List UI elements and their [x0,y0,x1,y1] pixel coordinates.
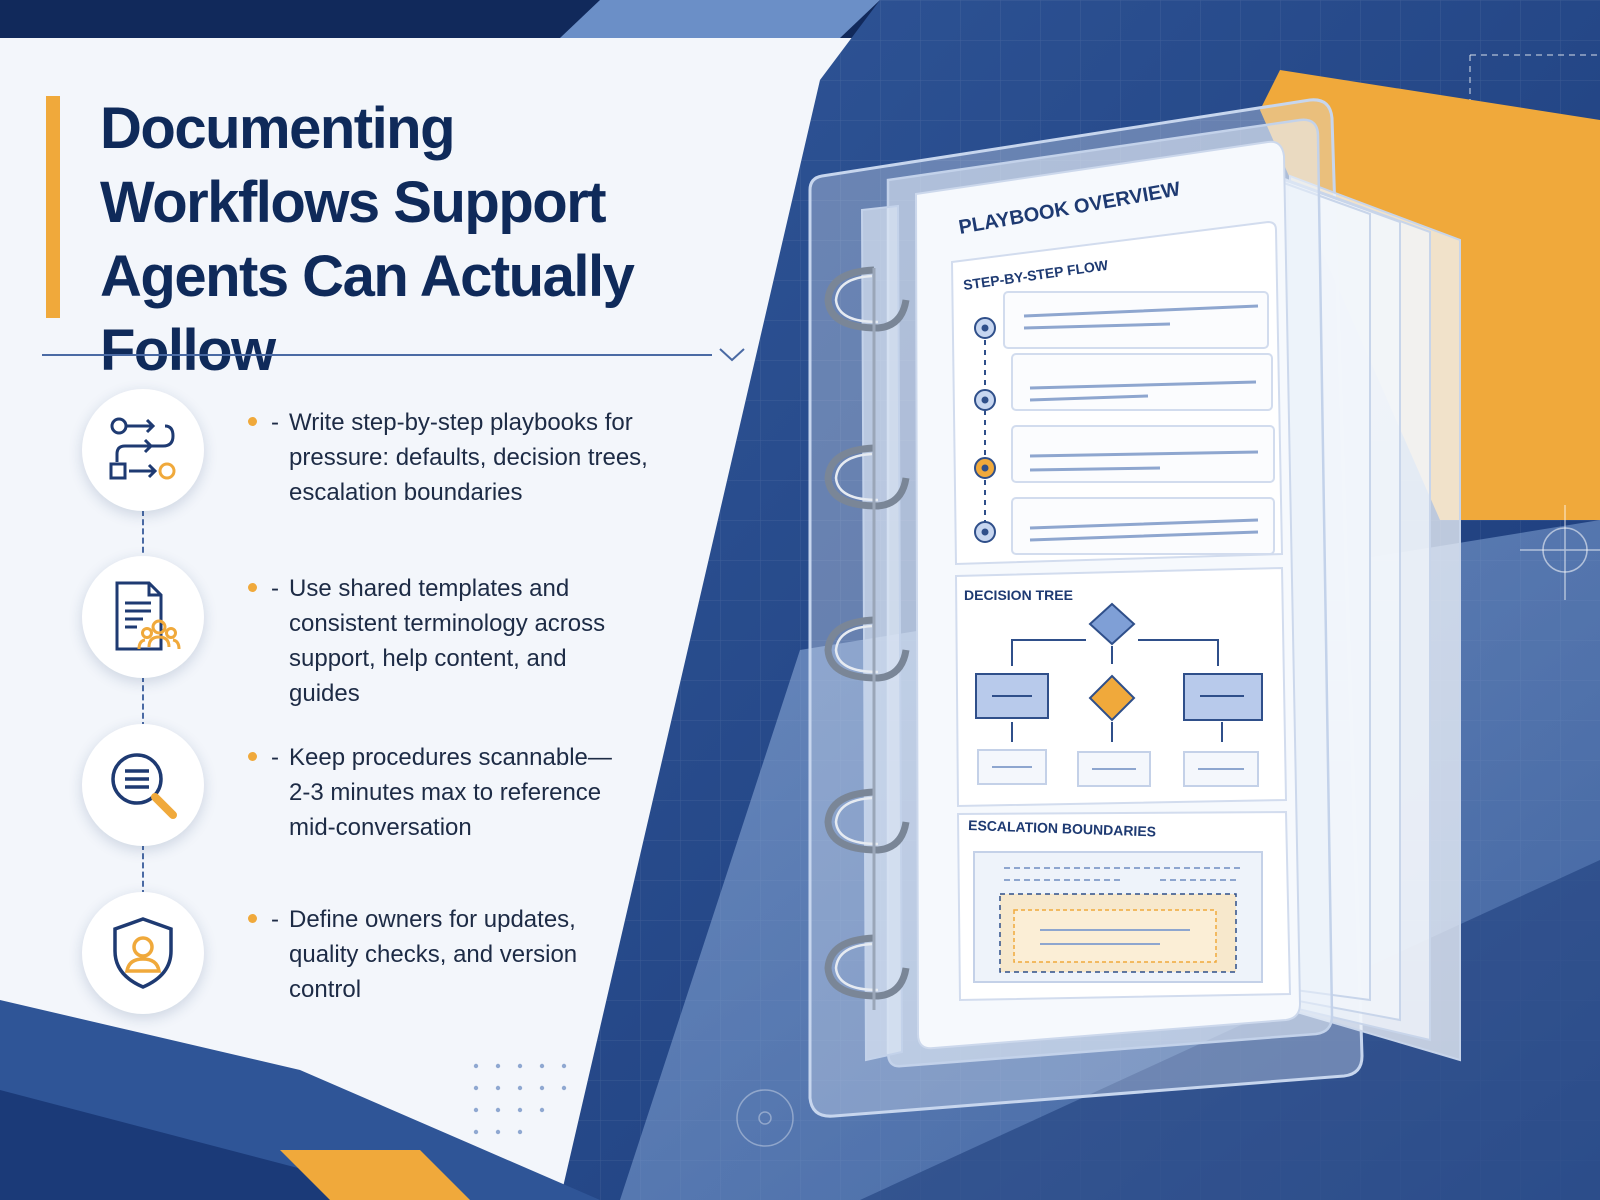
bullet-dash: - [271,575,279,602]
owner-shield-icon-badge [82,892,204,1014]
shared-template-icon [115,581,181,651]
bullet-item: - Write step-by-step playbooks for press… [248,405,649,510]
bullet-dot [248,417,257,426]
shared-template-icon-badge [82,556,204,678]
bullet-dash: - [271,744,279,771]
connector-line [142,676,144,728]
workflow-icon-badge [82,389,204,511]
bullet-text: Keep procedures scannable—2-3 minutes ma… [289,744,612,841]
binder-escalation-label: ESCALATION BOUNDARIES [968,817,1156,840]
bullet-dot [248,583,257,592]
bullet-item: - Define owners for updates, quality che… [248,902,579,1007]
page-title: Documenting Workflows Support Agents Can… [100,92,800,388]
bullet-item: - Use shared templates and consistent te… [248,571,639,711]
bullet-dash: - [271,906,279,933]
title-line-1: Documenting [100,96,456,161]
title-line-2: Workflows Support [100,170,607,235]
title-line-3: Agents Can Actually Follow [100,244,635,383]
workflow-icon [109,417,176,480]
bullet-item: - Keep procedures scannable—2-3 minutes … [248,740,619,845]
connector-line [142,510,144,562]
bullet-text: Use shared templates and consistent term… [289,575,606,707]
owner-shield-icon [113,917,173,989]
bullet-text: Define owners for updates, quality check… [289,906,578,1003]
connector-line [142,844,144,896]
bullet-dot [248,752,257,761]
bullet-dot [248,914,257,923]
bullet-dash: - [271,409,279,436]
binder-tree-label: DECISION TREE [964,587,1073,603]
search-list-icon [111,753,177,819]
bullet-text: Write step-by-step playbooks for pressur… [289,409,648,506]
title-divider [42,354,712,356]
chevron-down-icon [719,348,745,362]
search-list-icon-badge [82,724,204,846]
title-accent-bar [46,96,60,318]
